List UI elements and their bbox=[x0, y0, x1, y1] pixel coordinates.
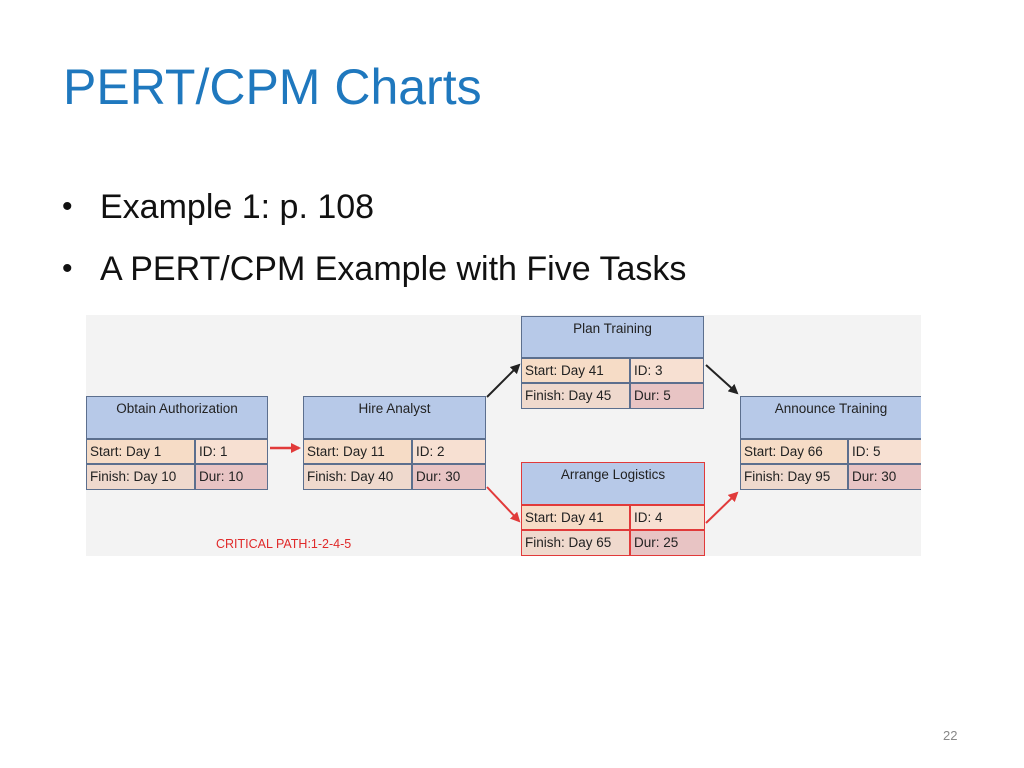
task-node-hire-analyst: Hire Analyst Start: Day 11 ID: 2 Finish:… bbox=[303, 396, 486, 490]
task-start: Start: Day 1 bbox=[86, 439, 195, 464]
slide-title: PERT/CPM Charts bbox=[63, 59, 482, 115]
task-finish: Finish: Day 95 bbox=[740, 464, 848, 490]
task-duration: Dur: 25 bbox=[630, 530, 705, 556]
arrow-2-4 bbox=[486, 486, 521, 523]
task-node-obtain-authorization: Obtain Authorization Start: Day 1 ID: 1 … bbox=[86, 396, 268, 490]
task-start: Start: Day 41 bbox=[521, 505, 630, 530]
task-duration: Dur: 10 bbox=[195, 464, 268, 490]
task-name: Announce Training bbox=[740, 396, 921, 439]
bullet-text: Example 1: p. 108 bbox=[100, 188, 375, 226]
task-name: Obtain Authorization bbox=[86, 396, 268, 439]
task-id: ID: 4 bbox=[630, 505, 705, 530]
page-number: 22 bbox=[943, 728, 958, 743]
critical-path-label: CRITICAL PATH:1-2-4-5 bbox=[216, 537, 352, 551]
bullet-icon: • bbox=[62, 190, 73, 223]
task-finish: Finish: Day 40 bbox=[303, 464, 412, 490]
task-finish: Finish: Day 65 bbox=[521, 530, 630, 556]
task-id: ID: 2 bbox=[412, 439, 486, 464]
task-name: Arrange Logistics bbox=[521, 462, 705, 505]
arrow-3-5 bbox=[705, 364, 739, 395]
bullet-list: • Example 1: p. 108 • A PERT/CPM Example… bbox=[62, 190, 686, 314]
pert-cpm-diagram: Obtain Authorization Start: Day 1 ID: 1 … bbox=[86, 315, 921, 556]
bullet-item: • A PERT/CPM Example with Five Tasks bbox=[62, 252, 686, 286]
task-id: ID: 1 bbox=[195, 439, 268, 464]
bullet-text: A PERT/CPM Example with Five Tasks bbox=[100, 250, 687, 288]
task-name: Plan Training bbox=[521, 316, 704, 358]
task-finish: Finish: Day 10 bbox=[86, 464, 195, 490]
task-name: Hire Analyst bbox=[303, 396, 486, 439]
task-duration: Dur: 5 bbox=[630, 383, 704, 409]
task-finish: Finish: Day 45 bbox=[521, 383, 630, 409]
dependency-arrows bbox=[270, 363, 739, 524]
task-id: ID: 3 bbox=[630, 358, 704, 383]
task-start: Start: Day 11 bbox=[303, 439, 412, 464]
task-node-arrange-logistics: Arrange Logistics Start: Day 41 ID: 4 Fi… bbox=[521, 462, 705, 556]
task-duration: Dur: 30 bbox=[412, 464, 486, 490]
bullet-item: • Example 1: p. 108 bbox=[62, 190, 686, 224]
task-start: Start: Day 41 bbox=[521, 358, 630, 383]
task-node-announce-training: Announce Training Start: Day 66 ID: 5 Fi… bbox=[740, 396, 921, 490]
task-start: Start: Day 66 bbox=[740, 439, 848, 464]
task-id: ID: 5 bbox=[848, 439, 921, 464]
bullet-icon: • bbox=[62, 252, 73, 285]
task-node-plan-training: Plan Training Start: Day 41 ID: 3 Finish… bbox=[521, 316, 704, 409]
arrow-4-5 bbox=[705, 491, 739, 524]
arrow-2-3 bbox=[486, 363, 521, 398]
task-duration: Dur: 30 bbox=[848, 464, 921, 490]
